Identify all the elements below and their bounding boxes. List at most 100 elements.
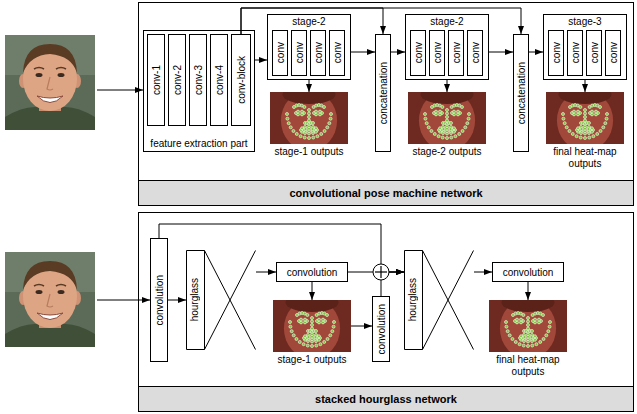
heatmap-image: stage-1 outputs [273,300,351,366]
landmark-dot [606,113,609,116]
heatmap-picture [282,92,335,104]
sum-symbol [380,266,381,278]
box-label: conv [470,42,481,63]
landmark-dot [531,344,534,347]
layer-box: concatenation [513,34,529,152]
box-label: conv [332,42,343,63]
landmark-dot [329,334,332,337]
landmark-dot [450,122,453,125]
heatmap-picture [489,300,567,352]
box-label: conv-4 [214,65,225,95]
landmark-dot [530,336,533,339]
box-label: conv [413,42,424,63]
landmark-dot [466,122,469,125]
landmark-dot [588,122,591,125]
landmark-dot [442,128,445,131]
landmark-dot [315,110,318,113]
landmark-dot [535,343,538,346]
landmark-dot [311,320,314,323]
landmark-dot [441,106,444,109]
heatmap-picture [546,92,624,144]
layer-box: conv-block [231,34,251,126]
landmark-dot [287,122,290,125]
landmark-dot [584,109,587,112]
flow-arrow [474,272,492,273]
output-caption: final heat-map outputs [546,146,624,170]
box-label: convolution [287,267,338,278]
landmark-dot [439,110,442,113]
bowtie-shape [187,251,256,350]
main-panel: stacked hourglass networkconvolutionhour… [138,212,634,412]
landmark-dot [332,325,335,328]
layer-box: conv [548,30,564,76]
landmark-dot [591,110,594,113]
box-label: stage-3 [568,16,601,27]
landmark-dot [458,132,461,135]
landmark-dot [446,127,449,130]
layer-box: convolution [372,296,390,362]
landmark-dot [446,116,449,119]
landmark-dot [604,122,607,125]
landmark-dot [323,340,326,343]
landmark-dot [323,106,326,109]
heatmap-picture [270,92,348,144]
landmark-dot [295,132,298,135]
landmark-dot [311,128,314,131]
landmark-dot [323,129,326,132]
main-panel: convolutional pose machine networkfeatur… [138,2,634,206]
landmark-dot [584,127,587,130]
landmark-dot [304,128,307,131]
landmark-dot [516,318,519,321]
landmark-dot [579,106,582,109]
landmark-dot [531,330,534,333]
landmark-dot [303,136,306,139]
heatmap-image: stage-2 outputs [408,92,486,158]
landmark-dot [587,128,590,131]
landmark-dot [446,109,449,112]
box-label: concatenation [378,62,389,124]
layer-box: convolution [150,238,168,362]
bowtie-module: hourglass [186,250,256,350]
landmark-dot [575,135,578,138]
landmark-dot [464,126,467,129]
landmark-dot [303,106,306,109]
flow-arrow [447,80,448,92]
heatmap-picture [285,300,338,312]
layer-box: convolution [492,262,564,282]
landmark-dot [326,314,329,317]
layer-box: conv [272,30,288,76]
layer-box: concatenation [375,34,391,152]
landmark-dot [289,321,292,324]
box-label: conv-block [236,56,247,104]
heatmap-picture [558,92,611,104]
landmark-dot [595,110,598,113]
flow-arrow [489,52,513,53]
landmark-dot [435,110,438,113]
landmark-dot [322,318,325,321]
landmark-dot [308,137,311,140]
box-label: conv-2 [172,65,183,95]
landmark-dot [295,337,298,340]
landmark-dot [430,129,433,132]
landmark-dot [446,112,449,115]
flow-arrow [255,60,267,61]
landmark-dot [329,117,332,120]
landmark-dot [596,132,599,135]
landmark-dot [563,122,566,125]
landmark-dot [425,122,428,125]
box-label: conv [313,42,324,63]
landmark-dot [588,136,591,139]
input-arrow [97,90,143,91]
landmark-dot [316,135,319,138]
landmark-dot [328,122,331,125]
landmark-dot [289,126,292,129]
landmark-dot [542,337,545,340]
layer-box: conv-1 [147,34,165,126]
block-box: stage-3convconvconvconv [543,14,627,80]
layer-box: conv [467,30,483,76]
landmark-dot [424,117,427,120]
flow-arrow [309,80,310,92]
block-box: stage-2convconvconvconv [405,14,489,80]
landmark-dot [514,340,517,343]
landmark-dot [290,330,293,333]
